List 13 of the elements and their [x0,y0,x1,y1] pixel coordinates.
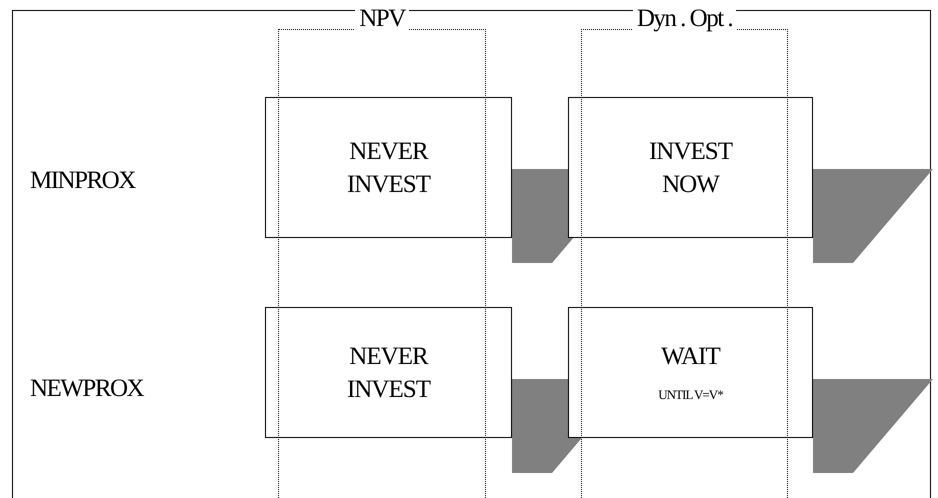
row-label: NEWPROX [30,374,144,404]
outcome-box [265,307,512,438]
outcome-box [568,307,813,438]
box-text: WAIT [660,342,722,372]
outcome-box [568,97,813,238]
column-heading: Dyn . Opt . [632,8,736,30]
box-subtext: UNTIL V=V* [658,386,723,404]
column-heading: NPV [355,8,409,30]
outcome-box [265,97,512,238]
box-text: NEVER INVEST [346,136,432,200]
row-label: MINPROX [30,166,135,196]
box-text: NEVER INVEST [346,342,432,404]
box-text: INVEST NOW [648,136,734,200]
